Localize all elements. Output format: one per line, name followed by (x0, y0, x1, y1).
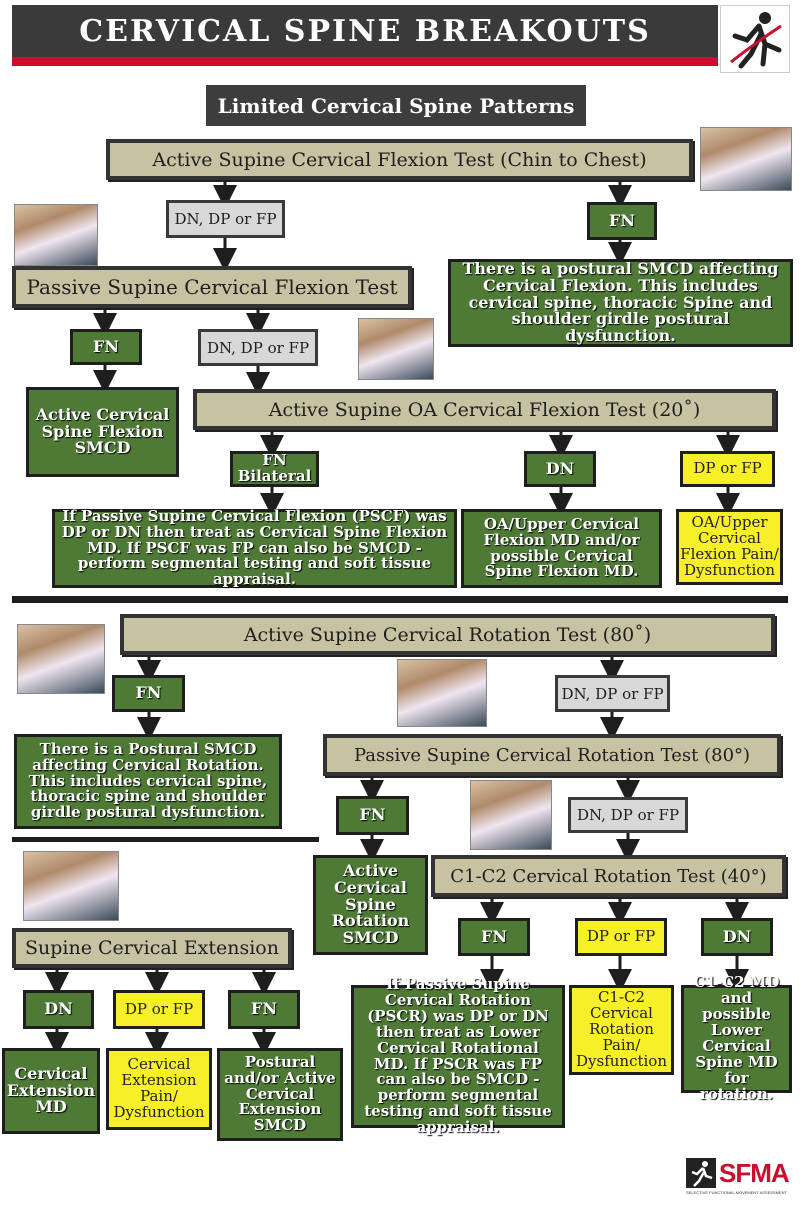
extension-test-box: Supine Cervical Extension (12, 928, 292, 968)
active-rotation-smcd: Active Cervical Spine Rotation SMCD (313, 855, 428, 955)
rotation-dn-dp-fp-box: DN, DP or FP (555, 675, 670, 712)
section-divider-2 (12, 837, 319, 842)
oa-pain-result: OA/Upper Cervical Flexion Pain/ Dysfunct… (676, 509, 783, 585)
c1c2-fn-box: FN (458, 918, 530, 956)
extension-dp-fp-box: DP or FP (113, 990, 205, 1029)
passive-rotation-test-box: Passive Supine Cervical Rotation Test (8… (323, 734, 781, 776)
sfma-tagline: SELECTIVE FUNCTIONAL MOVEMENT ASSESSMENT (686, 1190, 787, 1195)
section-divider (12, 596, 788, 603)
active-flexion-smcd: Active Cervical Spine Flexion SMCD (26, 387, 179, 477)
fn-bilateral-box: FN Bilateral (230, 451, 319, 487)
passive-flexion-photo (14, 204, 98, 266)
header-bar (12, 5, 718, 57)
oa-dn-box: DN (524, 451, 596, 487)
extension-pain-result: Cervical Extension Pain/ Dysfunction (106, 1048, 212, 1130)
oa-dp-fp-box: DP or FP (680, 451, 775, 487)
passive-fn-box: FN (70, 329, 142, 365)
c1c2-dp-fp-box: DP or FP (575, 918, 667, 956)
runner-logo-icon (720, 5, 790, 73)
postural-rotation-result: There is a Postural SMCD affecting Cervi… (14, 734, 282, 829)
rotation-fn-box: FN (112, 675, 185, 712)
postural-flexion-result: There is a postural SMCD affecting Cervi… (448, 259, 793, 347)
oa-md-result: OA/Upper Cervical Flexion MD and/or poss… (461, 509, 662, 588)
passive-rotation-fn-box: FN (336, 796, 409, 835)
dn-dp-fp-box: DN, DP or FP (166, 200, 285, 238)
oa-flexion-photo (358, 318, 434, 380)
passive-rotation-photo (397, 659, 487, 727)
sfma-logo-text: SFMA (719, 1157, 790, 1188)
fn-box: FN (587, 202, 657, 240)
extension-md-result: Cervical Extension MD (2, 1048, 100, 1134)
active-rotation-test-box: Active Supine Cervical Rotation Test (80… (120, 614, 775, 655)
passive-dn-dp-fp-box: DN, DP or FP (198, 329, 318, 366)
sfma-logo: SFMA SELECTIVE FUNCTIONAL MOVEMENT ASSES… (686, 1158, 790, 1202)
c1c2-md-result: C1-C2 MD and possible Lower Cervical Spi… (681, 974, 792, 1102)
c1c2-pain-result: C1-C2 Cervical Rotation Pain/ Dysfunctio… (569, 985, 674, 1075)
sfma-runner-icon (686, 1158, 716, 1188)
flexion-test-photo (700, 127, 792, 191)
extension-smcd-result: Postural and/or Active Cervical Extensio… (217, 1048, 343, 1141)
passive-rotation-dn-dp-fp-box: DN, DP or FP (568, 797, 688, 833)
c1c2-rotation-photo (470, 780, 552, 850)
c1c2-rotation-test-box: C1-C2 Cervical Rotation Test (40°) (431, 855, 786, 897)
extension-dn-box: DN (23, 990, 94, 1029)
subtitle-limited-patterns: Limited Cervical Spine Patterns (206, 85, 586, 126)
pscf-result: If Passive Supine Cervical Flexion (PSCF… (52, 508, 457, 588)
oa-flexion-test-box: Active Supine OA Cervical Flexion Test (… (193, 389, 776, 430)
extension-fn-box: FN (228, 990, 300, 1029)
c1c2-dn-box: DN (701, 918, 773, 956)
pscr-result: If Passive Supine Cervical Rotation (PSC… (351, 976, 565, 1135)
active-flexion-test-box: Active Supine Cervical Flexion Test (Chi… (106, 139, 693, 180)
rotation-test-photo (17, 624, 105, 694)
extension-photo (23, 851, 119, 921)
passive-flexion-test-box: Passive Supine Cervical Flexion Test (12, 266, 412, 308)
header-red-stripe (12, 57, 718, 66)
page-title: CERVICAL SPINE BREAKOUTS (79, 13, 651, 49)
